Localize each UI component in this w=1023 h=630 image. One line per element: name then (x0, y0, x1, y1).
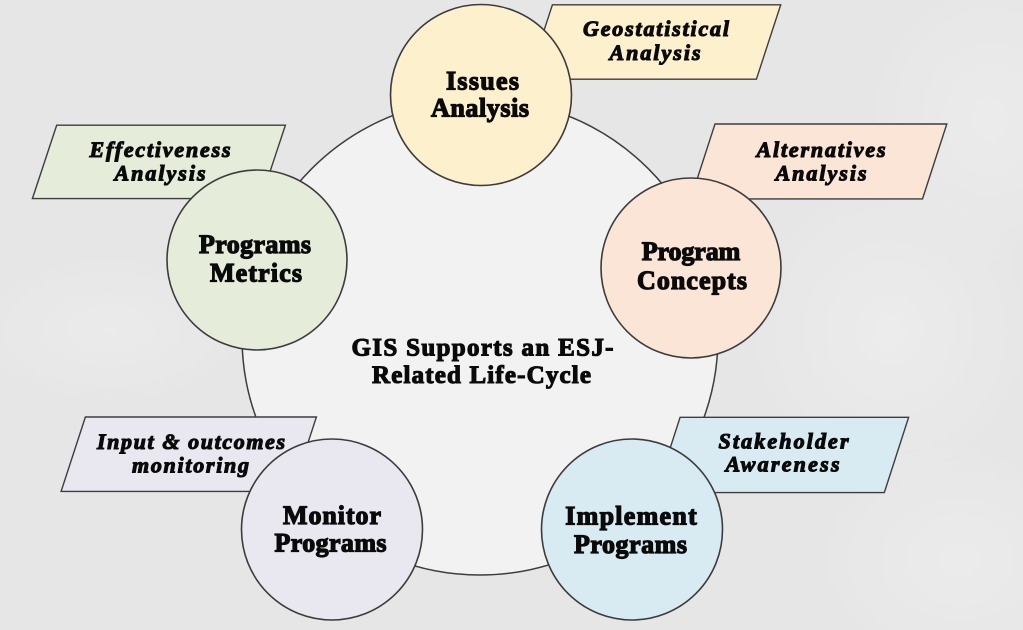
svg-text:monitoring: monitoring (132, 453, 249, 478)
svg-text:Programs: Programs (275, 529, 387, 558)
svg-text:Awareness: Awareness (724, 452, 840, 477)
svg-text:Analysis: Analysis (431, 94, 529, 123)
svg-text:Effectiveness: Effectiveness (89, 137, 231, 162)
svg-text:Metrics: Metrics (210, 259, 302, 288)
svg-text:Programs: Programs (199, 230, 311, 259)
svg-text:Programs: Programs (574, 530, 687, 559)
svg-text:Implement: Implement (565, 502, 697, 531)
svg-text:Analysis: Analysis (608, 40, 701, 65)
svg-text:Analysis: Analysis (774, 161, 867, 186)
svg-text:Alternatives: Alternatives (755, 137, 886, 162)
svg-text:Related Life-Cycle: Related Life-Cycle (372, 362, 591, 389)
svg-text:Monitor: Monitor (283, 501, 381, 530)
svg-text:Input & outcomes: Input & outcomes (96, 429, 285, 454)
svg-text:Concepts: Concepts (637, 266, 747, 295)
svg-text:Geostatistical: Geostatistical (583, 16, 730, 41)
svg-text:Stakeholder: Stakeholder (719, 429, 849, 454)
svg-text:Analysis: Analysis (113, 161, 206, 186)
svg-text:GIS Supports an ESJ-: GIS Supports an ESJ- (352, 335, 614, 362)
svg-text:Program: Program (642, 237, 741, 266)
svg-text:Issues: Issues (446, 67, 519, 96)
